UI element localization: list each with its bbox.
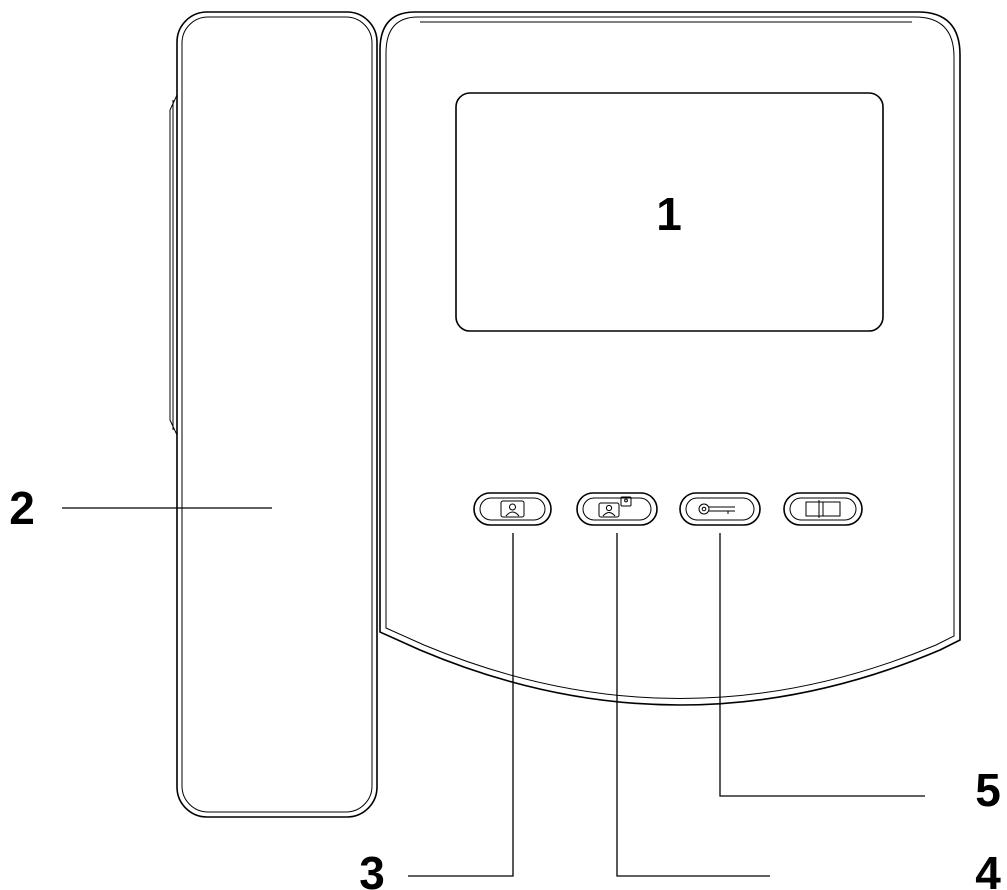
handset: [169, 11, 378, 818]
key-unlock-icon: [698, 503, 735, 515]
callout-3: 3: [359, 847, 385, 890]
video-screen: 1: [455, 92, 884, 332]
monitor-body: [379, 11, 961, 706]
button-unlock[interactable]: [679, 492, 761, 526]
callout-5: 5: [975, 764, 1001, 816]
callout-2: 2: [9, 482, 35, 534]
callout-4: 4: [975, 847, 1001, 890]
intercom-person-icon: [598, 496, 632, 518]
leader-lines: [62, 507, 925, 877]
button-door[interactable]: [783, 492, 863, 526]
button-monitor[interactable]: [473, 492, 552, 526]
button-intercom[interactable]: [576, 492, 658, 526]
monitor-person-icon: [500, 500, 525, 518]
callout-1: 1: [656, 188, 682, 240]
door-open-icon: [805, 500, 841, 518]
